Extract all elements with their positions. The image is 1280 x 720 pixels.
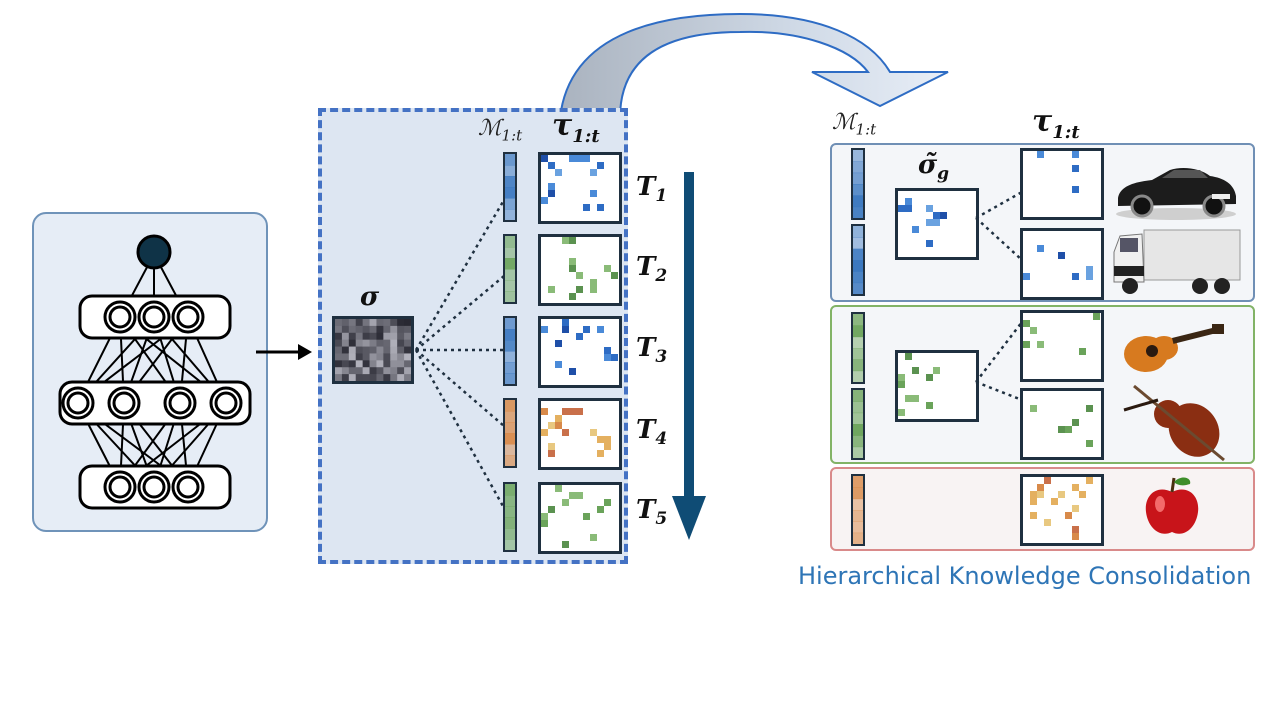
time-arrow (672, 172, 706, 540)
mask-vector-5 (503, 482, 517, 552)
task-label-1: T1 (636, 172, 668, 207)
task-matrix-violin (1020, 388, 1104, 460)
group-mask-vector-2 (851, 224, 865, 296)
mask-vector-4 (503, 398, 517, 468)
sigma-g-label: σ̃g (918, 150, 950, 185)
truck-icon (1113, 229, 1241, 294)
neural-network-panel (32, 212, 268, 532)
group-mask-vector-5 (851, 474, 865, 546)
mask-vector-2 (503, 234, 517, 304)
task-matrix-truck (1020, 228, 1104, 300)
sigma-connections (414, 199, 506, 509)
task-matrix-2 (538, 234, 622, 306)
task-label-4: T4 (636, 415, 668, 450)
caption: Hierarchical Knowledge Consolidation (798, 562, 1252, 590)
violin-icon (1123, 384, 1225, 462)
sigma-matrix (332, 316, 414, 384)
apple-icon (1145, 477, 1199, 534)
group-mask-vector-3 (851, 312, 865, 384)
group-mask-vector-4 (851, 388, 865, 460)
task-label-5: T5 (636, 495, 668, 530)
car-icon (1116, 168, 1236, 220)
task-matrix-guitar (1020, 310, 1104, 382)
group-mask-vector-1 (851, 148, 865, 220)
sigma-label: σ (360, 282, 380, 312)
curved-arrow (558, 12, 949, 119)
task-matrix-apple (1020, 474, 1104, 546)
task-matrix-5 (538, 482, 622, 554)
task-matrix-4 (538, 398, 622, 470)
task-matrix-1 (538, 152, 622, 224)
mask-label-right: ℳ1:t (832, 110, 877, 139)
mask-label-left: ℳ1:t (478, 116, 523, 145)
tau-label-left: τ1:t (552, 108, 600, 147)
shared-matrix-instruments (895, 350, 979, 422)
task-matrix-3 (538, 316, 622, 388)
guitar-icon (1124, 324, 1224, 372)
input-arrow (256, 344, 312, 360)
mask-vector-3 (503, 316, 517, 386)
neural-network-icon (58, 234, 252, 510)
tau-label-right: τ1:t (1032, 104, 1080, 143)
task-matrix-car (1020, 148, 1104, 220)
group-connections (975, 190, 1023, 402)
task-label-3: T3 (636, 333, 668, 368)
shared-matrix-vehicles (895, 188, 979, 260)
mask-vector-1 (503, 152, 517, 222)
task-label-2: T2 (636, 252, 668, 287)
